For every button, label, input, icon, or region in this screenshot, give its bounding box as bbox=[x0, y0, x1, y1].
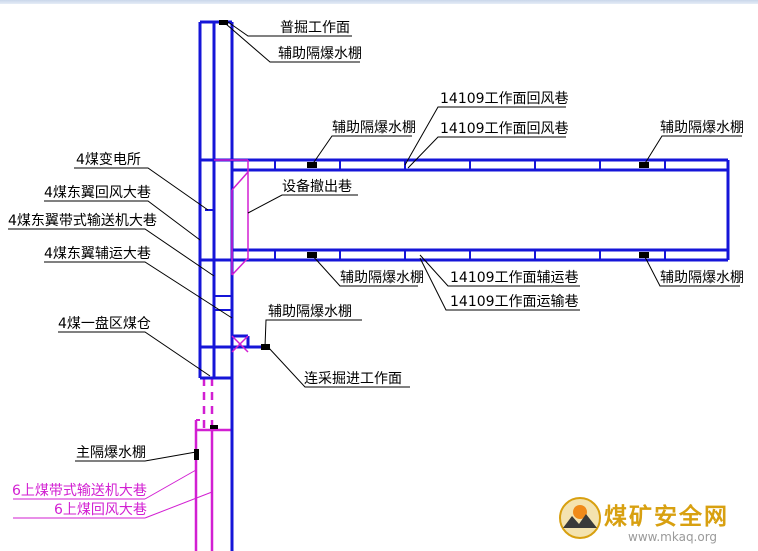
watermark-url: www.mkaq.org bbox=[628, 530, 717, 544]
label-aux-water-barrier-5: 辅助隔爆水棚 bbox=[660, 270, 744, 286]
label-pujue-face: 普掘工作面 bbox=[280, 20, 350, 36]
label-14109-return-roadway-1: 14109工作面回风巷 bbox=[440, 91, 569, 107]
window-top-strip bbox=[0, 0, 758, 4]
equipment-withdrawal-roadway bbox=[214, 159, 249, 353]
water-barrier-marks bbox=[194, 20, 649, 460]
label-14109-transport: 14109工作面运输巷 bbox=[450, 294, 579, 310]
label-14109-aux-transport: 14109工作面辅运巷 bbox=[450, 270, 579, 286]
label-6upper-return: 6上煤回风大巷 bbox=[54, 502, 147, 518]
label-aux-water-barrier-1: 辅助隔爆水棚 bbox=[278, 46, 362, 62]
label-4coal-panel-bin: 4煤一盘区煤仓 bbox=[58, 315, 151, 332]
label-aux-water-barrier-3: 辅助隔爆水棚 bbox=[660, 120, 744, 136]
watermark: 煤矿安全网 www.mkaq.org bbox=[559, 497, 729, 544]
watermark-name: 煤矿安全网 bbox=[604, 503, 729, 530]
label-4coal-east-belt: 4煤东翼带式输送机大巷 bbox=[8, 213, 157, 229]
label-main-water-barrier: 主隔爆水棚 bbox=[76, 445, 146, 461]
roadway-ticks bbox=[274, 160, 666, 260]
main-roadways bbox=[198, 20, 730, 551]
diagram-labels: 普掘工作面 辅助隔爆水棚 14109工作面回风巷 辅助隔爆水棚 14109工作面… bbox=[8, 20, 744, 518]
label-aux-water-barrier-4: 辅助隔爆水棚 bbox=[340, 270, 424, 286]
coal-bin-partition bbox=[205, 209, 232, 311]
label-equipment-withdrawal: 设备撤出巷 bbox=[282, 178, 352, 195]
label-6upper-belt: 6上煤带式输送机大巷 bbox=[12, 483, 147, 499]
leader-lines bbox=[8, 21, 742, 519]
label-continuous-miner-face: 连采掘进工作面 bbox=[304, 371, 402, 387]
label-aux-water-barrier-2: 辅助隔爆水棚 bbox=[332, 120, 416, 136]
label-4coal-substation: 4煤变电所 bbox=[76, 152, 141, 168]
label-4coal-east-aux-transport: 4煤东翼辅运大巷 bbox=[44, 246, 151, 262]
label-aux-water-barrier-6: 辅助隔爆水棚 bbox=[268, 304, 352, 320]
watermark-logo bbox=[559, 497, 601, 539]
label-4coal-east-return: 4煤东翼回风大巷 bbox=[44, 185, 151, 201]
pink-roadways bbox=[13, 378, 232, 551]
label-14109-return-roadway-2: 14109工作面回风巷 bbox=[440, 121, 569, 137]
